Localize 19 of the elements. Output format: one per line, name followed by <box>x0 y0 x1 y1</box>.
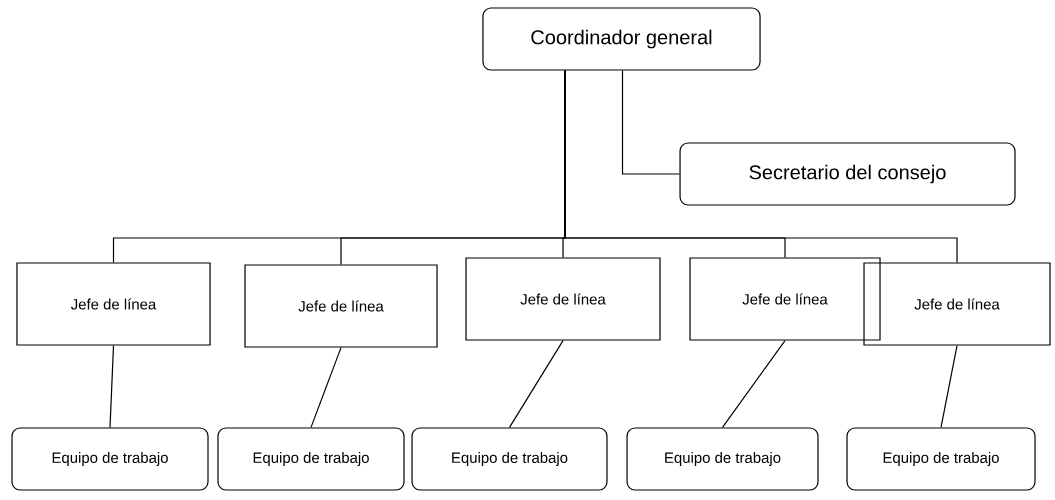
connector-line <box>621 70 681 175</box>
rectangle-box: Jefe de línea <box>465 257 661 341</box>
rounded-box: Secretario del consejo <box>679 142 1016 206</box>
connector-line <box>564 70 958 263</box>
rounded-box: Equipo de trabajo <box>11 427 209 491</box>
rounded-box: Equipo de trabajo <box>411 427 608 491</box>
rectangle-box: Jefe de línea <box>863 262 1051 346</box>
rounded-box: Equipo de trabajo <box>217 427 405 491</box>
connector-line <box>109 345 115 428</box>
rectangle-box: Jefe de línea <box>689 257 881 341</box>
rectangle-box: Jefe de línea <box>16 262 211 346</box>
rounded-box: Equipo de trabajo <box>846 427 1036 491</box>
rounded-box: Equipo de trabajo <box>626 427 819 491</box>
connector-line <box>721 340 786 428</box>
rectangle-box: Jefe de línea <box>244 264 438 348</box>
connector-line <box>940 345 958 428</box>
rounded-box: Coordinador general <box>482 7 761 71</box>
connector-line <box>310 347 342 428</box>
connector-line <box>508 340 564 428</box>
